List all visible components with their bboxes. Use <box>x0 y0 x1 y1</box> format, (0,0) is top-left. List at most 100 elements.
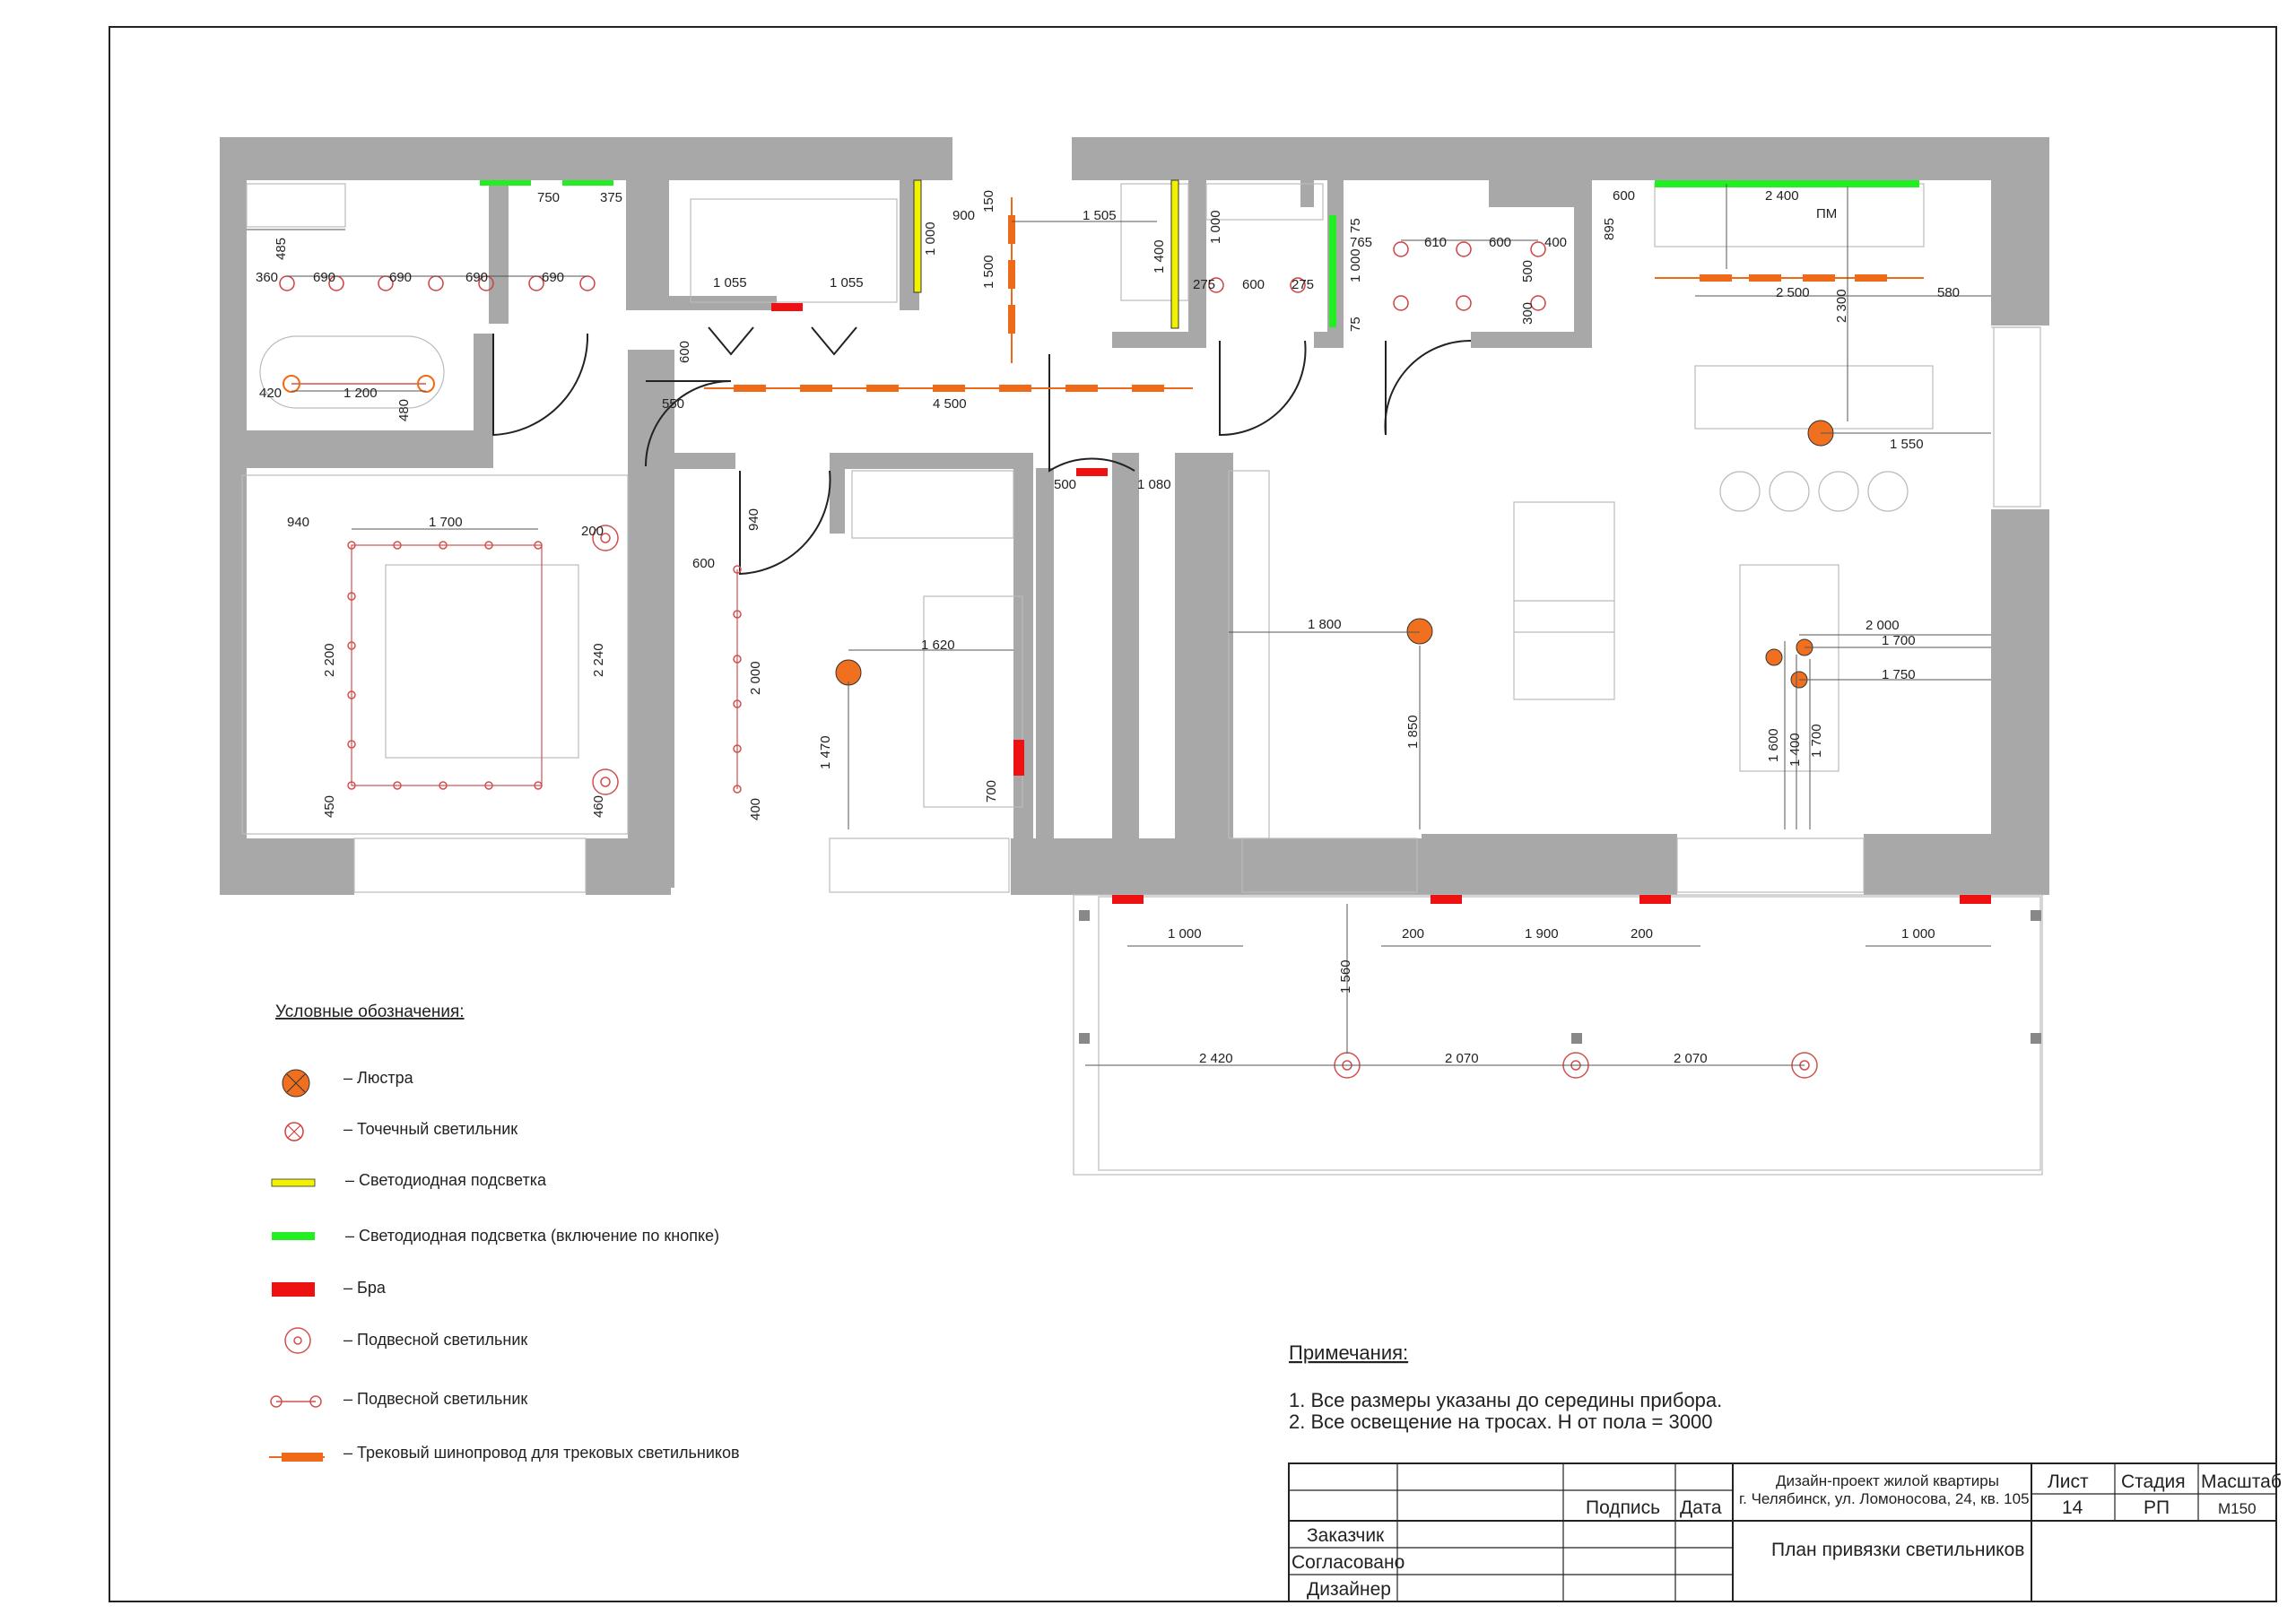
dim-label: 690 <box>465 270 488 285</box>
dim-label: 150 <box>981 190 996 213</box>
dim-label: 75 <box>1348 218 1363 233</box>
dim-label: 500 <box>1054 477 1076 492</box>
sconce <box>1639 895 1671 904</box>
tb-signature: Подпись <box>1586 1497 1660 1518</box>
dim-label: 500 <box>1520 260 1535 282</box>
dim-label: 580 <box>1937 285 1960 300</box>
led-green-icon <box>272 1232 315 1240</box>
dim-label: 600 <box>1613 188 1635 204</box>
dim-label: 600 <box>692 556 715 571</box>
led-green-strip <box>562 180 613 186</box>
pendant-string <box>283 375 435 393</box>
dim-label: 485 <box>274 238 289 260</box>
track-icon <box>269 1453 325 1462</box>
note-line: 1. Все размеры указаны до середины прибо… <box>1289 1389 1722 1411</box>
sconce-icon <box>272 1282 315 1297</box>
chandeliers <box>835 420 1834 689</box>
furniture-outlines <box>241 183 2043 1176</box>
dim-label: 1 400 <box>1787 733 1803 767</box>
dim-label: 1 000 <box>1348 248 1363 282</box>
led-yellow-icon <box>271 1178 316 1187</box>
legend-label: – Светодиодная подсветка (включение по к… <box>345 1227 719 1245</box>
dim-label: 690 <box>313 270 335 285</box>
dim-label: 2 500 <box>1776 285 1810 300</box>
dim-label: 2 000 <box>748 661 763 695</box>
dim-label: 690 <box>542 270 564 285</box>
dim-label: 1 700 <box>1882 633 1916 648</box>
note-line: 2. Все освещение на тросах. H от пола = … <box>1289 1410 1712 1433</box>
dim-label: 750 <box>537 190 560 205</box>
legend-label: – Трековый шинопровод для трековых свети… <box>344 1444 740 1462</box>
tb-project-line1: Дизайн-проект жилой квартиры <box>1776 1472 1999 1489</box>
notes-title: Примечания: <box>1289 1341 1408 1364</box>
dim-label: 690 <box>389 270 412 285</box>
dim-label: 375 <box>600 190 622 205</box>
dim-label: 275 <box>1193 277 1215 292</box>
dim-label: 450 <box>322 795 337 818</box>
tb-stage-value: РП <box>2144 1497 2170 1518</box>
dim-label: 420 <box>259 386 282 401</box>
dim-label: 2 070 <box>1445 1051 1479 1066</box>
dim-label: 1 055 <box>713 275 747 291</box>
dim-label: 600 <box>1489 235 1511 250</box>
dim-label: 1 560 <box>1338 959 1353 994</box>
dim-label: 400 <box>748 798 763 820</box>
dim-label: 300 <box>1520 302 1535 325</box>
dim-label: 1 080 <box>1137 477 1171 492</box>
pendant-round-icon <box>284 1327 311 1354</box>
dim-label: 1 700 <box>429 515 463 530</box>
dim-label: 2 070 <box>1674 1051 1708 1066</box>
dim-label: 1 750 <box>1882 667 1916 682</box>
sconce <box>1013 740 1024 776</box>
sconce <box>1431 895 1462 904</box>
dim-label: 2 420 <box>1199 1051 1233 1066</box>
legend-label: – Подвесной светильник <box>344 1390 527 1408</box>
tb-customer: Заказчик <box>1307 1525 1385 1546</box>
led-yellow-strip <box>913 179 922 293</box>
dim-label: 940 <box>287 515 309 530</box>
dim-label: 200 <box>1402 926 1424 942</box>
dim-label: 200 <box>1631 926 1653 942</box>
dim-label: 2 300 <box>1834 289 1849 323</box>
dim-label: 1 505 <box>1083 208 1117 223</box>
dimension-labels: 750 375 485 360 690 690 690 690 420 1 20… <box>256 188 1960 1066</box>
title-block: Подпись Дата Дизайн-проект жилой квартир… <box>1288 1462 2282 1602</box>
spot-icon <box>284 1122 304 1141</box>
dim-label: 1 850 <box>1405 715 1421 749</box>
tb-drawing-name: План привязки светильников <box>1771 1540 2024 1560</box>
led-green-strip <box>480 180 531 186</box>
dim-label: 1 000 <box>1901 926 1935 942</box>
tb-scale-value: М150 <box>2218 1500 2257 1517</box>
led-green-strip <box>1655 180 1919 187</box>
led-yellow-strip <box>1170 179 1179 329</box>
dim-label: 400 <box>1544 235 1567 250</box>
dim-label: 1 000 <box>923 221 938 256</box>
dim-label: 895 <box>1602 218 1617 240</box>
legend-title: Условные обозначения: <box>275 1002 465 1021</box>
dim-label: ПМ <box>1816 206 1837 221</box>
tb-date: Дата <box>1680 1497 1722 1518</box>
dim-label: 460 <box>591 795 606 818</box>
light-fixtures <box>279 179 2041 1079</box>
pendant-string-bed <box>347 541 742 794</box>
tb-project-line2: г. Челябинск, ул. Ломоносова, 24, кв. 10… <box>1739 1490 2030 1507</box>
dim-label: 765 <box>1350 235 1372 250</box>
legend-label: – Люстра <box>344 1069 414 1087</box>
dim-label: 2 240 <box>591 643 606 677</box>
sheet-border <box>109 26 2277 1602</box>
sconce <box>1076 468 1108 476</box>
tb-sheet-label: Лист <box>2048 1471 2089 1492</box>
legend-label: – Светодиодная подсветка <box>345 1171 547 1189</box>
terrace-posts <box>1079 910 2041 1044</box>
dim-label: 1 055 <box>830 275 864 291</box>
dim-label: 4 500 <box>933 396 967 412</box>
dim-label: 2 000 <box>1866 618 1900 633</box>
sconce <box>771 303 803 311</box>
dim-label: 275 <box>1292 277 1314 292</box>
dim-label: 1 470 <box>818 735 833 769</box>
dimension-lines <box>287 184 1991 1066</box>
led-green-strip <box>1329 215 1336 327</box>
track-busbar <box>1008 197 1015 363</box>
dim-label: 1 620 <box>921 638 955 653</box>
